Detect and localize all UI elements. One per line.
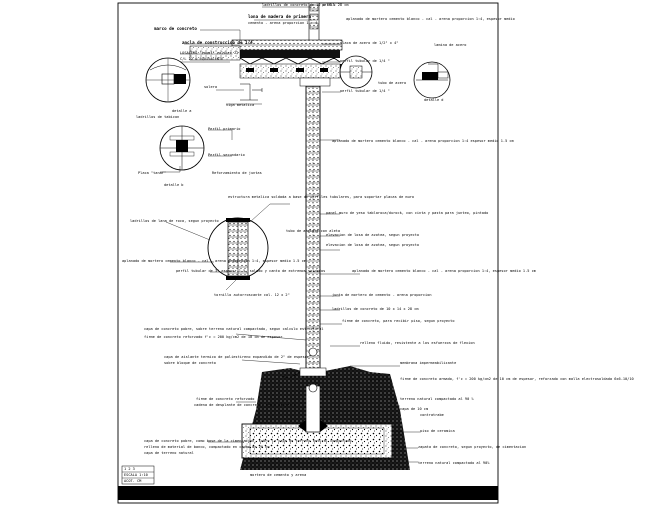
label-center-c: mortero de cemento y arena [250, 473, 306, 477]
label-right-i: relleno fluido, resistente a los esfuerz… [360, 341, 475, 345]
label-losacero: LOSACERO "tanaf" calibre 22 [180, 51, 238, 55]
detail-b-label: detalle b [164, 183, 183, 187]
label-insul-note: capa de aislante termico de poliestireno… [164, 355, 310, 359]
label-counter-frame: marco de concreto [154, 26, 197, 31]
label-tubular-top: perfil tubular de 1/4 " [340, 59, 390, 63]
leader-lines [160, 6, 420, 463]
label-center-a: capa de concreto pobre, sobre terreno na… [144, 327, 324, 331]
label-right-g: firme de concreto, para recibir piso, se… [342, 319, 455, 323]
label-right-q: terreno natural compactado al 90% [418, 461, 490, 465]
scale-legend: 1 2 3 ESCALA 1:10 ACOT. CM [121, 465, 155, 485]
label-right-k: firme de concreto armado, f'c = 200 kg/c… [400, 377, 634, 381]
detail-e-label: detalle d [424, 98, 443, 102]
label-right-j: membrana impermeabilizante [400, 361, 456, 365]
legend-c: ACOT. CM [124, 479, 142, 483]
label-insulation: estructura metalica soldada a base de pe… [228, 195, 414, 199]
label-right-m: capa de 10 cm [400, 407, 428, 411]
legend-a: 1 2 3 [124, 467, 135, 471]
label-plate-tanaf: Placa "tanaf" [138, 171, 166, 175]
label-reinforcing: Reforzamiento de juntas [212, 171, 262, 175]
label-right-b: panel muro de yeso tablaroca/durock, con… [326, 211, 488, 215]
label-anchor: ancla de construccion de 1/4 [182, 40, 253, 45]
label-ground-d: relleno de material de banco, compactado… [144, 445, 270, 449]
label-vertical-steel: viga metalica [226, 103, 254, 107]
sheet-border [117, 2, 499, 504]
label-ledge-sub: cemento - arena proporcion 1 : 4 [248, 21, 317, 25]
label-left-a: aplanado de mortero cemento blanco - cal… [122, 259, 306, 263]
label-aplanado: aplanado de mortero cemento blanco - cal… [332, 139, 514, 143]
label-insul-note-2: sobre bloque de concreto [164, 361, 216, 365]
label-center-b: firme de concreto reforzado f'c = 200 kg… [144, 335, 283, 339]
label-ledge: lona de madera de primera [248, 14, 312, 19]
label-left-c: tornillo autorroscante cal. 12 x 2" [214, 293, 290, 297]
title-strip [118, 486, 498, 500]
label-right-p: zapata de concreto, segun proyecto, de c… [418, 445, 526, 449]
label-steel-tube: tubo de acero [378, 81, 406, 85]
label-right-f: ladrillos de concreto de 10 x 14 x 28 cm [332, 307, 419, 311]
label-losacero-2: C/L 22 O EQUIVALENTE [180, 57, 223, 61]
label-ground-b: firme de concreto reforzado [196, 397, 254, 401]
label-top-profile: perfil [322, 3, 335, 7]
label-ground-a: capa de concreto pobre, como base de la … [144, 439, 352, 443]
detail-e-circle [413, 61, 451, 99]
central-wall [305, 2, 321, 387]
label-left-top: ladrillos de lana de roca, segun proyect… [130, 219, 219, 223]
label-left-b: perfil tubular de 3" espesor 1.5, solado… [176, 269, 325, 273]
label-tubular-1-4: perfil tubular de 1/4 " [340, 89, 390, 93]
label-profile-secondary: Perfil secundario [208, 153, 245, 157]
detail-a-circle [145, 57, 191, 103]
label-right-c: elevacion de losa de azotea, segun proye… [326, 233, 419, 237]
label-ground-e: capa de terreno natural [144, 451, 194, 455]
label-right-n: contratrabe [420, 413, 444, 417]
label-right-o: piso de ceramica [420, 429, 455, 433]
label-profile-primary: Perfil primario [208, 127, 240, 131]
label-sheet: lamina de acero [434, 43, 466, 47]
detail-a-label: detalle a [172, 109, 191, 113]
label-plaster: aplanado de mortero cemento blanco - cal… [346, 17, 515, 21]
label-right-c2: elevacion de losa de azotea, segun proye… [326, 243, 419, 247]
detail-d-circle [339, 55, 373, 89]
label-sill: solera [204, 85, 217, 89]
label-ground-c: cadena de desplante de concreto, segun p… [194, 403, 296, 407]
label-right-d: aplanado de mortero cemento blanco - cal… [352, 269, 536, 273]
legend-b: ESCALA 1:10 [124, 473, 148, 477]
label-right-l: terreno natural compactado al 90 % [400, 397, 474, 401]
detail-c-circle [207, 217, 269, 280]
label-section-title: tubo de anclaje con aleta [286, 229, 340, 233]
foundation [240, 347, 410, 470]
detail-b-circle [159, 125, 205, 171]
label-right-e: junta de mortero de cemento - arena prop… [332, 293, 432, 297]
label-top-beam: ladrillos de concreto de 10 x 14 x 28 cm [262, 3, 349, 7]
label-plate: placa de acero de 1/2" x 4" [340, 41, 398, 45]
label-ladrillo: ladrillos de tabicon [136, 115, 179, 119]
